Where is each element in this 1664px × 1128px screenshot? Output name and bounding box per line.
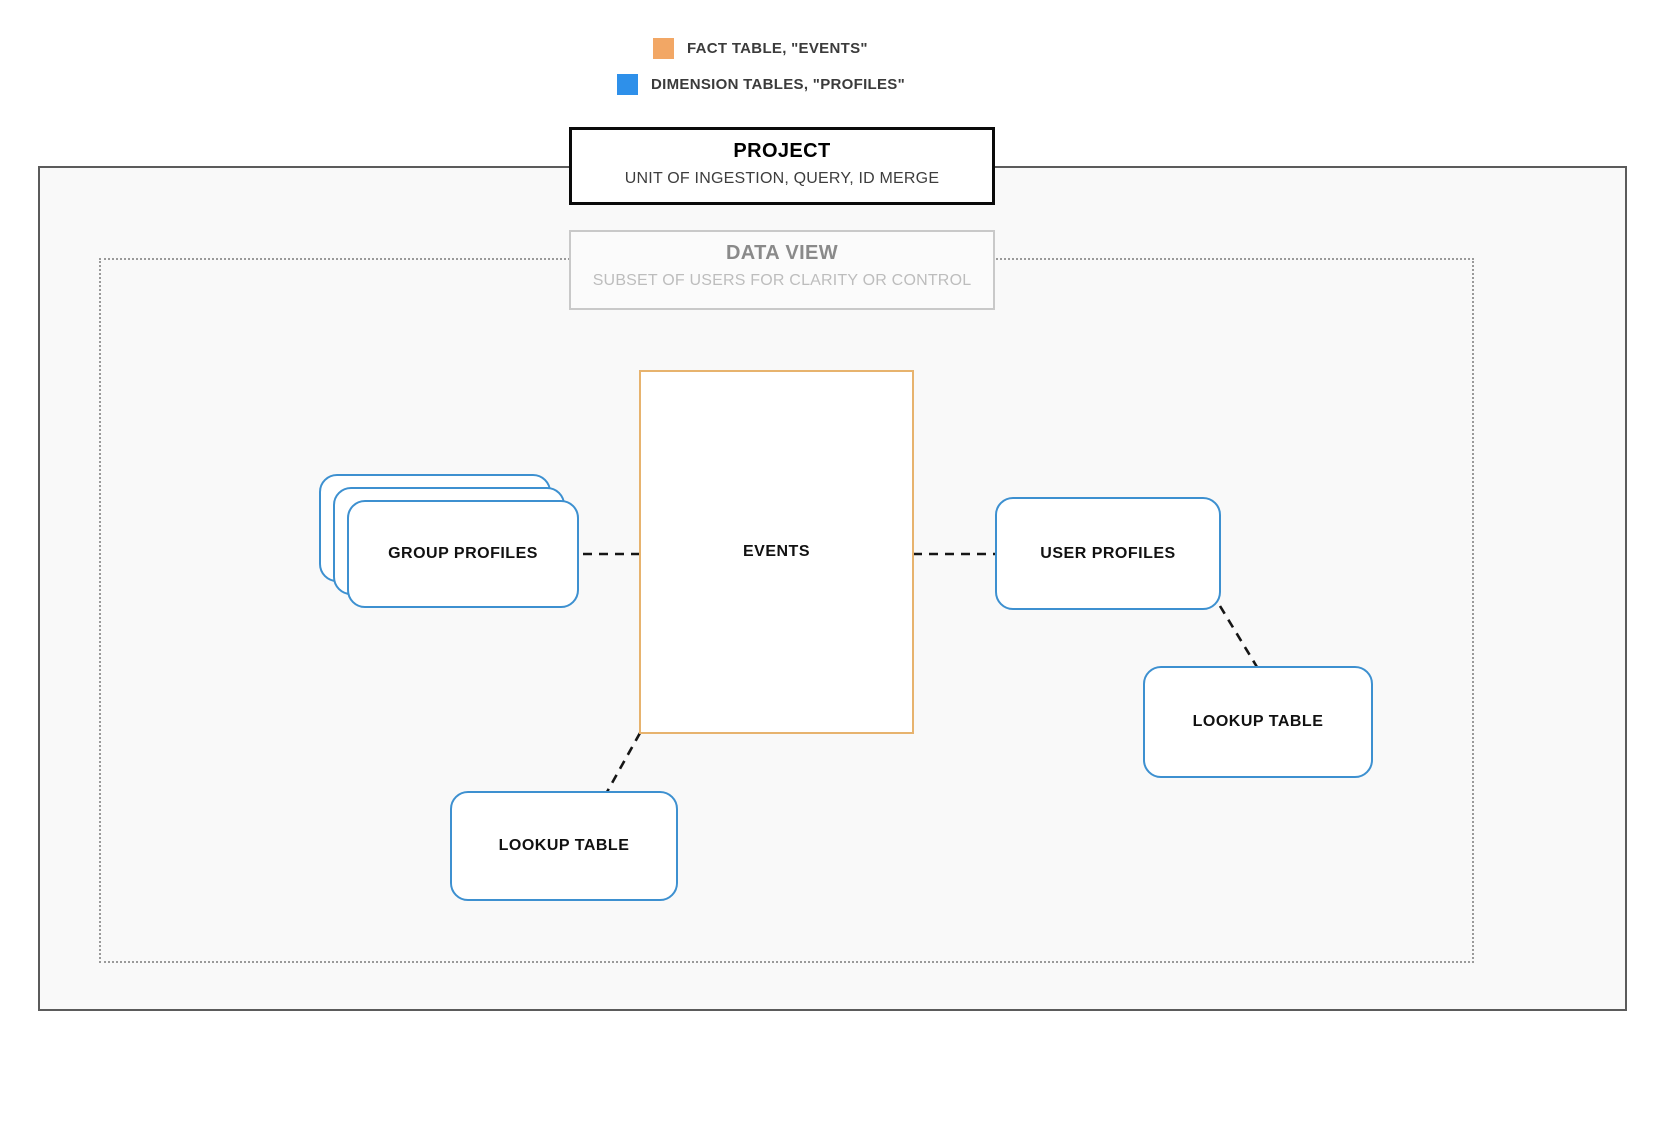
node-user-profiles[interactable]: USER PROFILES bbox=[995, 497, 1221, 610]
data-view-subtitle: SUBSET OF USERS FOR CLARITY OR CONTROL bbox=[592, 272, 972, 289]
node-group-profiles[interactable]: GROUP PROFILES bbox=[319, 474, 579, 610]
legend-item-fact-table: FACT TABLE, "EVENTS" bbox=[0, 30, 1664, 66]
data-view-title: DATA VIEW bbox=[725, 242, 839, 264]
project-title: PROJECT bbox=[733, 140, 831, 162]
legend: FACT TABLE, "EVENTS" DIMENSION TABLES, "… bbox=[0, 30, 1664, 102]
legend-item-dimension-tables: DIMENSION TABLES, "PROFILES" bbox=[0, 66, 1664, 102]
node-label: LOOKUP TABLE bbox=[498, 837, 630, 854]
square-swatch-icon bbox=[653, 37, 674, 59]
legend-item-label: DIMENSION TABLES, "PROFILES" bbox=[651, 75, 906, 93]
node-label: USER PROFILES bbox=[1040, 544, 1176, 562]
node-label: LOOKUP TABLE bbox=[1192, 713, 1324, 730]
legend-item-label: FACT TABLE, "EVENTS" bbox=[687, 39, 868, 57]
node-events[interactable]: EVENTS bbox=[639, 370, 914, 734]
stack-card-front[interactable]: GROUP PROFILES bbox=[347, 500, 579, 608]
node-label: EVENTS bbox=[742, 543, 810, 560]
square-swatch-icon bbox=[617, 73, 638, 95]
project-subtitle: UNIT OF INGESTION, QUERY, ID MERGE bbox=[624, 170, 940, 187]
project-header-card: PROJECT UNIT OF INGESTION, QUERY, ID MER… bbox=[569, 127, 995, 205]
node-lookup-table-right[interactable]: LOOKUP TABLE bbox=[1143, 666, 1373, 778]
node-label: GROUP PROFILES bbox=[388, 545, 538, 562]
node-lookup-table-left[interactable]: LOOKUP TABLE bbox=[450, 791, 678, 901]
data-view-header-card: DATA VIEW SUBSET OF USERS FOR CLARITY OR… bbox=[569, 230, 995, 310]
